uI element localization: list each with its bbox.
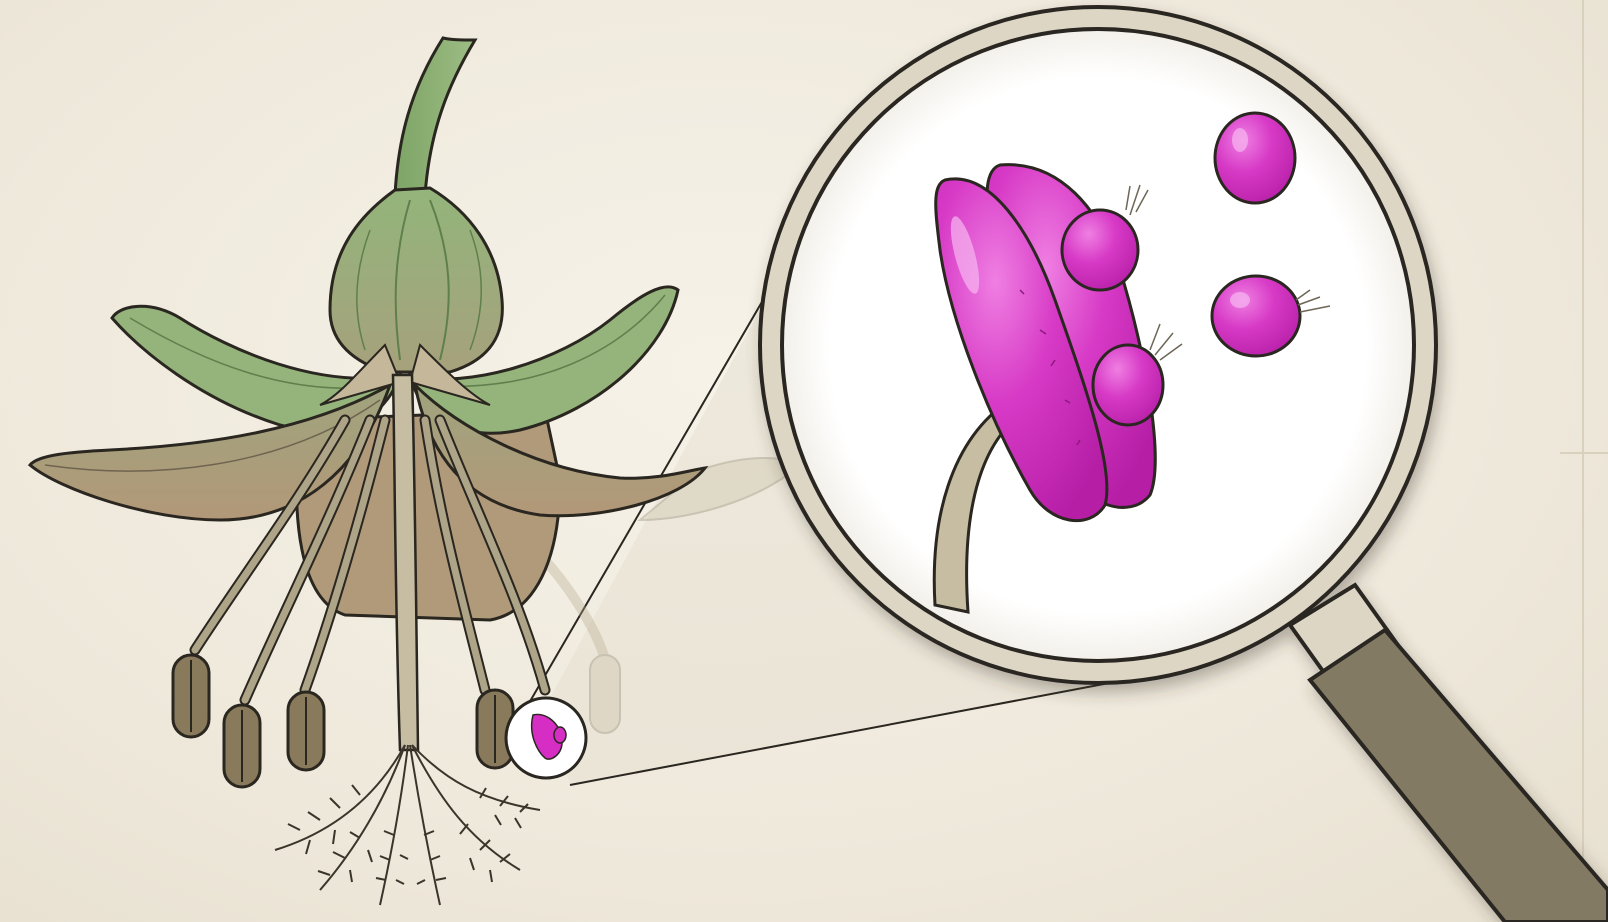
style xyxy=(393,375,418,750)
stem xyxy=(395,38,475,195)
magnifying-glass-icon xyxy=(760,7,1608,922)
pollen-grain xyxy=(1215,113,1295,203)
magnify-target-circle xyxy=(506,698,586,778)
anther xyxy=(288,692,324,770)
anther xyxy=(173,655,209,737)
anther xyxy=(224,705,260,787)
magnifier-handle xyxy=(1290,585,1608,922)
calyx xyxy=(330,188,502,372)
